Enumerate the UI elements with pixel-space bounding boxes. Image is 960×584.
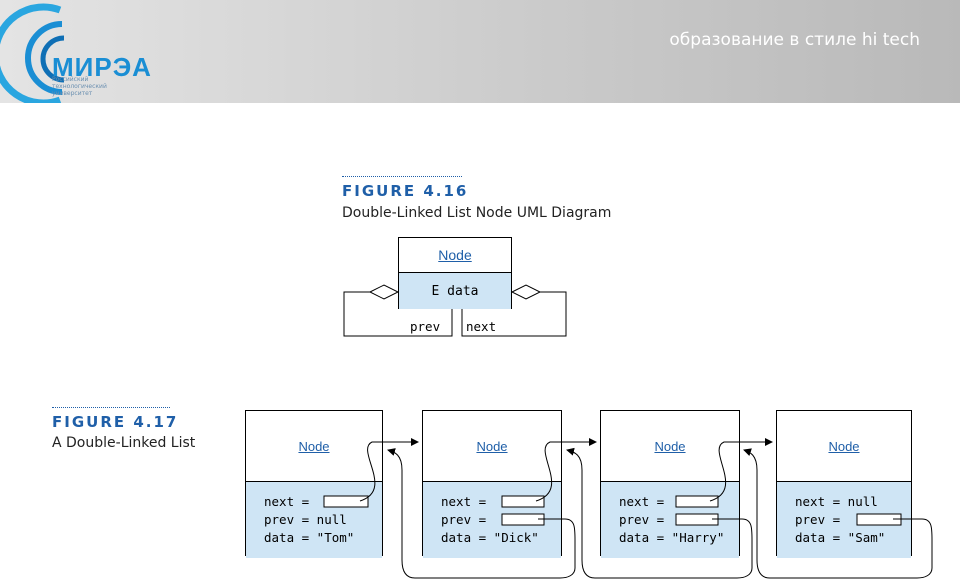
uml-attribute: E data: [399, 272, 511, 309]
pointer-box-dick-next: [501, 495, 545, 508]
pointer-box-dick-prev: [501, 513, 545, 526]
arrow-dick-to-harry: [535, 438, 597, 502]
arrow-harry-to-dick: [566, 447, 753, 579]
node-next-field: next = null: [795, 494, 878, 509]
node-prev-field: prev =: [795, 512, 848, 527]
pointer-box-harry-next: [675, 495, 719, 508]
node-data-field: data = "Tom": [264, 530, 355, 545]
uml-class-name: Node: [438, 247, 472, 263]
node-title: Node: [828, 438, 860, 454]
node-prev-field: prev = null: [264, 512, 347, 527]
figure-417-label: FIGURE 4.17: [52, 413, 179, 431]
node-data-field: data = "Sam": [795, 530, 886, 545]
figure-416-label: FIGURE 4.16: [342, 182, 469, 200]
arrow-sam-to-harry: [743, 448, 933, 579]
list-node-dick: Node next = prev = data = "Dick": [422, 410, 562, 558]
arrow-harry-to-sam: [709, 438, 773, 502]
node-title: Node: [298, 438, 330, 454]
node-next-field: next =: [441, 494, 494, 509]
node-prev-field: prev =: [441, 512, 494, 527]
figure-416-divider: [342, 176, 462, 177]
logo-text: МИРЭА: [52, 52, 152, 82]
uml-class-node: Node E data: [398, 237, 512, 309]
pointer-box-tom-next: [323, 495, 369, 508]
figure-417-divider: [52, 407, 170, 408]
node-data-field: data = "Dick": [441, 530, 539, 545]
slogan-text: образование в стиле hi tech: [669, 30, 920, 50]
uml-role-prev: prev: [410, 319, 441, 334]
uml-role-next: next: [466, 319, 497, 334]
list-node-tom: Node next = prev = null data = "Tom": [245, 410, 383, 558]
node-prev-field: prev =: [619, 512, 672, 527]
header-banner: МИРЭА Российский технологический универс…: [0, 0, 960, 107]
logo-arcs-icon: [0, 3, 65, 107]
list-node-sam: Node next = null prev = data = "Sam": [776, 410, 912, 558]
node-title: Node: [654, 438, 686, 454]
node-next-field: next =: [619, 494, 672, 509]
logo-subtext: Российский технологический университет: [52, 76, 107, 97]
mirea-logo: МИРЭА Российский технологический универс…: [0, 0, 200, 107]
node-title: Node: [476, 438, 508, 454]
node-data-field: data = "Harry": [619, 530, 725, 545]
pointer-box-harry-prev: [675, 513, 719, 526]
node-fields: next = prev = data = "Harry": [601, 481, 739, 558]
node-next-field: next =: [264, 494, 317, 509]
arrow-dick-to-tom: [387, 448, 576, 579]
node-fields: next = prev = null data = "Tom": [246, 481, 382, 558]
node-fields: next = prev = data = "Dick": [423, 481, 561, 558]
arrow-tom-to-dick: [359, 438, 419, 502]
figure-417-caption: A Double-Linked List: [52, 435, 196, 451]
list-node-harry: Node next = prev = data = "Harry": [600, 410, 740, 558]
figure-416-caption: Double-Linked List Node UML Diagram: [342, 205, 612, 221]
